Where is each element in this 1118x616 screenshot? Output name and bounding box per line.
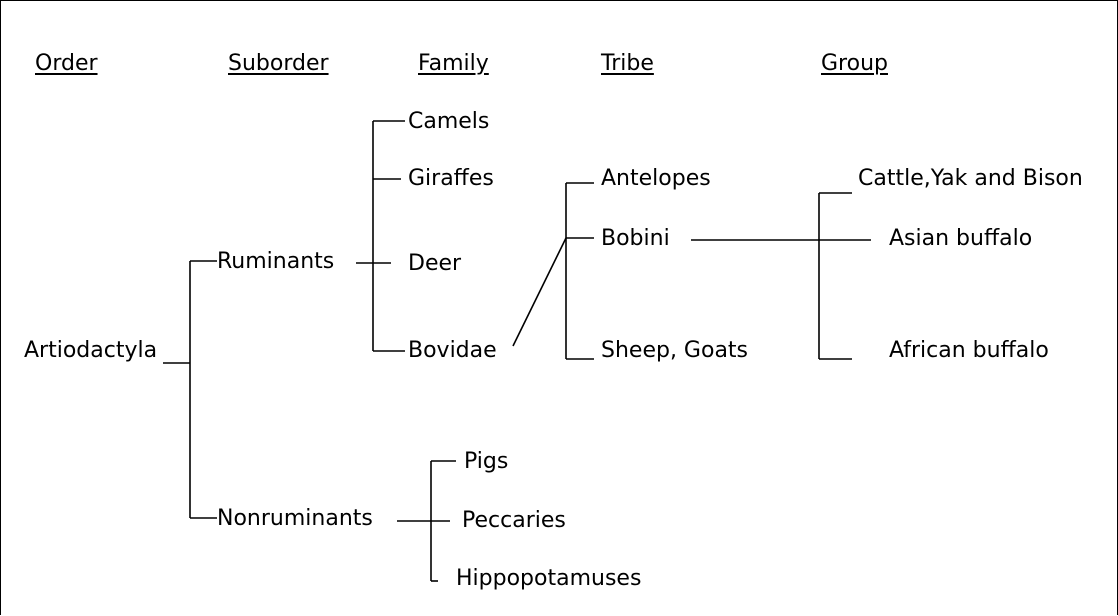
header-suborder: Suborder: [228, 51, 329, 76]
node-bobini: Bobini: [601, 226, 670, 251]
node-antelopes: Antelopes: [601, 166, 711, 191]
node-bovidae: Bovidae: [408, 338, 497, 363]
header-order: Order: [35, 51, 98, 76]
node-giraffes: Giraffes: [408, 166, 494, 191]
node-camels: Camels: [408, 109, 490, 134]
node-sheep-goats: Sheep, Goats: [601, 338, 749, 363]
node-pigs: Pigs: [464, 449, 509, 474]
header-group: Group: [821, 51, 888, 76]
node-cattle-yak-bison: Cattle,Yak and Bison: [858, 166, 1083, 191]
node-artiodactyla: Artiodactyla: [24, 338, 158, 363]
node-peccaries: Peccaries: [462, 508, 566, 533]
header-family: Family: [418, 51, 489, 76]
node-african-buffalo: African buffalo: [889, 338, 1049, 363]
node-ruminants: Ruminants: [217, 249, 335, 274]
node-asian-buffalo: Asian buffalo: [889, 226, 1033, 251]
node-hippopotamuses: Hippopotamuses: [456, 566, 642, 591]
header-tribe: Tribe: [601, 51, 654, 76]
connector-bovidae-diagonal: [512, 237, 567, 347]
node-nonruminants: Nonruminants: [217, 506, 373, 531]
node-deer: Deer: [408, 251, 462, 276]
